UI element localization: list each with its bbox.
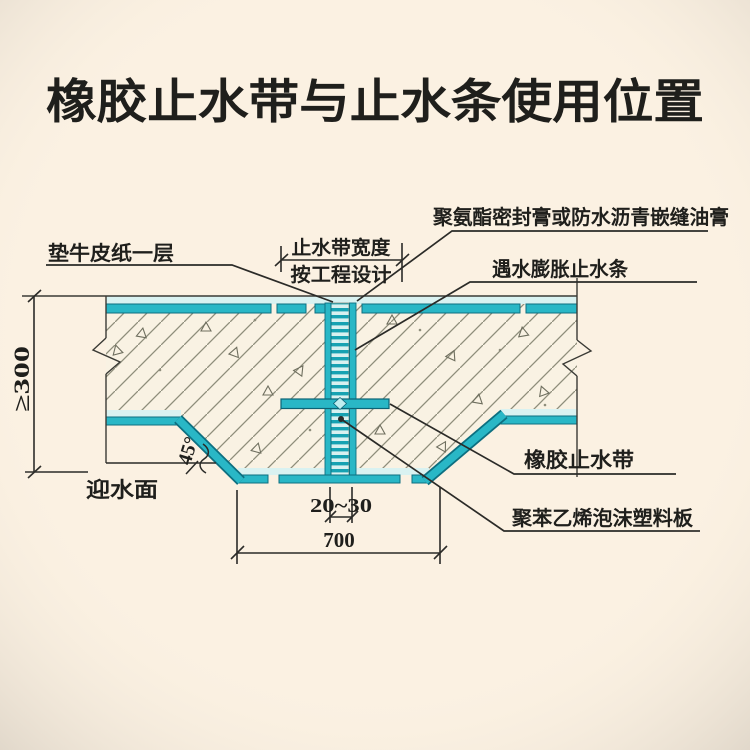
label-sealant: 聚氨酯密封膏或防水沥青嵌缝油膏	[432, 205, 729, 229]
label-foam-board: 聚苯乙烯泡沫塑料板	[511, 506, 694, 530]
dim-text-bottom-width: 700	[323, 528, 355, 552]
label-rubber-waterstop: 橡胶止水带	[524, 448, 634, 472]
label-swelling-strip: 遇水膨胀止水条	[492, 257, 629, 281]
label-kraft-paper: 垫牛皮纸一层	[48, 241, 174, 265]
rubber-waterstop-strip	[280, 396, 390, 411]
diagram-title: 橡胶止水带与止水条使用位置	[46, 77, 704, 129]
dim-text-min-depth: ≥300	[9, 346, 34, 412]
label-belt-width-line2: 按工程设计	[291, 263, 392, 286]
joint-side-strip-left	[324, 302, 332, 479]
label-water-facing-side: 迎水面	[86, 478, 158, 502]
expansion-joint	[324, 302, 357, 479]
leader-foam-board-dot	[338, 416, 344, 422]
joint-side-strip-right	[349, 302, 357, 479]
label-belt-width-line1: 止水带宽度	[292, 236, 392, 259]
foam-board-hatch	[330, 302, 350, 479]
dim-text-joint-gap: 20~30	[310, 495, 372, 517]
